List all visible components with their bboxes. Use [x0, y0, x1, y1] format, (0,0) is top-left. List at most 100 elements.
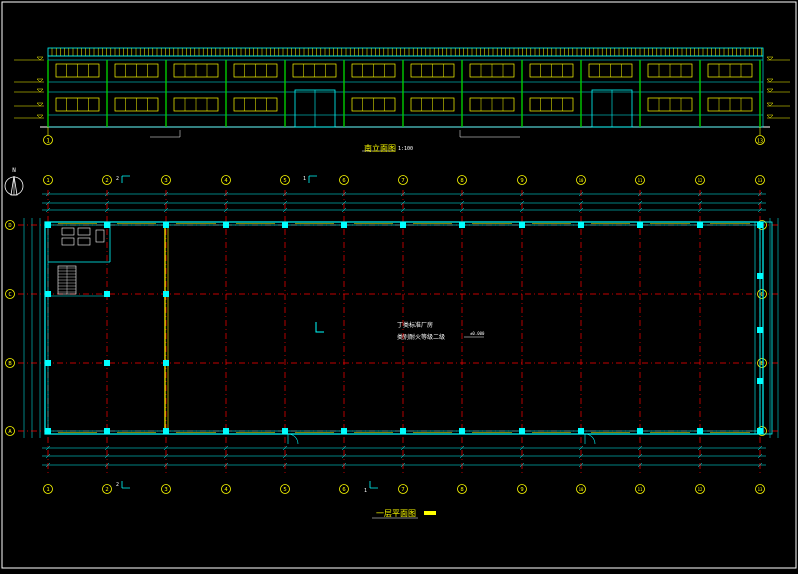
column — [578, 222, 584, 228]
section-mark-bottom-a — [121, 481, 130, 489]
axis-label: 10 — [579, 487, 584, 492]
axis-label: 5 — [283, 487, 286, 493]
dimension-tick — [757, 207, 763, 213]
dimension-tick — [223, 207, 229, 213]
plan-title-marker — [424, 511, 436, 515]
column — [104, 291, 110, 297]
column — [637, 428, 643, 434]
axis-label: 2 — [105, 487, 108, 493]
level-tag: ±0.000 — [470, 331, 485, 336]
dimension-tick — [282, 207, 288, 213]
column — [400, 428, 406, 434]
dimension-tick — [223, 445, 229, 451]
column — [459, 222, 465, 228]
column — [697, 222, 703, 228]
elev-axis-bubble-right — [755, 135, 765, 145]
dimension-tick — [400, 207, 406, 213]
level-triangle-left — [36, 56, 44, 61]
plan-title: 一层平面图 — [376, 509, 416, 518]
south-elevation: 1 13 — [14, 47, 790, 145]
center-mark — [315, 322, 324, 333]
elevation-title: 南立面图 — [364, 144, 396, 153]
elev-axis-label-left: 1 — [46, 138, 50, 145]
dimension-tick — [341, 445, 347, 451]
axis-label: 12 — [698, 178, 703, 183]
elevation-windows — [55, 63, 753, 112]
dimension-tick — [519, 207, 525, 213]
column — [519, 222, 525, 228]
section-mark-bottom-b — [369, 481, 378, 489]
column — [223, 222, 229, 228]
dimension-tick — [578, 445, 584, 451]
axis-bubble — [5, 220, 15, 230]
dimension-tick — [637, 207, 643, 213]
axis-label: 4 — [224, 487, 228, 493]
dimension-tick — [45, 207, 51, 213]
axis-bubble — [517, 484, 527, 494]
level-triangle-right — [766, 114, 774, 119]
column — [282, 428, 288, 434]
level-triangle-left — [36, 78, 44, 83]
column — [757, 378, 763, 384]
dimension-tick — [697, 445, 703, 451]
dimension-tick — [459, 207, 465, 213]
axis-label: 11 — [638, 178, 643, 183]
axis-bubble — [576, 484, 586, 494]
plan-windows — [58, 223, 750, 433]
column — [757, 327, 763, 333]
axis-bubble — [221, 175, 231, 185]
axis-label: 13 — [758, 178, 763, 183]
note-line-2: 类别耐火等级二级 — [397, 334, 446, 341]
axis-bubble — [757, 358, 767, 368]
level-triangle-right — [766, 78, 774, 83]
dimension-tick — [104, 445, 110, 451]
dimension-tick — [757, 445, 763, 451]
section-mark-top-a-label: 2 — [116, 176, 119, 182]
plan-door-south-right — [584, 433, 596, 445]
dimension-tick — [459, 445, 465, 451]
toilet-room — [61, 227, 105, 246]
axis-label: 12 — [698, 487, 703, 492]
axis-label: 2 — [105, 178, 108, 184]
column — [104, 360, 110, 366]
axis-bubble — [755, 484, 765, 494]
column — [163, 428, 169, 434]
axis-bubble — [755, 175, 765, 185]
column — [223, 428, 229, 434]
axis-label: 6 — [342, 487, 345, 493]
column — [282, 222, 288, 228]
section-mark-top-a — [121, 175, 130, 183]
dimension-lines — [23, 191, 779, 468]
dimension-tick — [519, 445, 525, 451]
elevation-pilasters — [47, 60, 761, 127]
column — [104, 222, 110, 228]
section-mark-bottom-a-label: 2 — [116, 482, 119, 488]
toilet-fixture-2 — [77, 227, 91, 236]
axis-label: A — [8, 429, 12, 435]
axis-label: C — [760, 292, 763, 298]
axis-label: C — [8, 292, 11, 298]
axis-label: 11 — [638, 487, 643, 492]
level-triangle-right — [766, 102, 774, 107]
column — [637, 222, 643, 228]
axis-bubble — [695, 175, 705, 185]
column — [163, 291, 169, 297]
axis-label: 4 — [224, 178, 228, 184]
elevation-scale: 1:100 — [398, 146, 414, 152]
column — [757, 428, 763, 434]
dimension-tick — [578, 207, 584, 213]
axis-bubble — [5, 358, 15, 368]
axis-bubble — [102, 175, 112, 185]
axis-label: 7 — [401, 487, 404, 493]
column — [459, 428, 465, 434]
toilet-fixture-3 — [61, 237, 75, 246]
axis-bubble — [398, 175, 408, 185]
axis-label: 3 — [164, 487, 167, 493]
axis-label: 3 — [164, 178, 167, 184]
axis-bubble — [517, 175, 527, 185]
elev-axis-label-right: 13 — [757, 139, 763, 145]
axis-label: 5 — [283, 178, 286, 184]
axis-bubble — [280, 484, 290, 494]
